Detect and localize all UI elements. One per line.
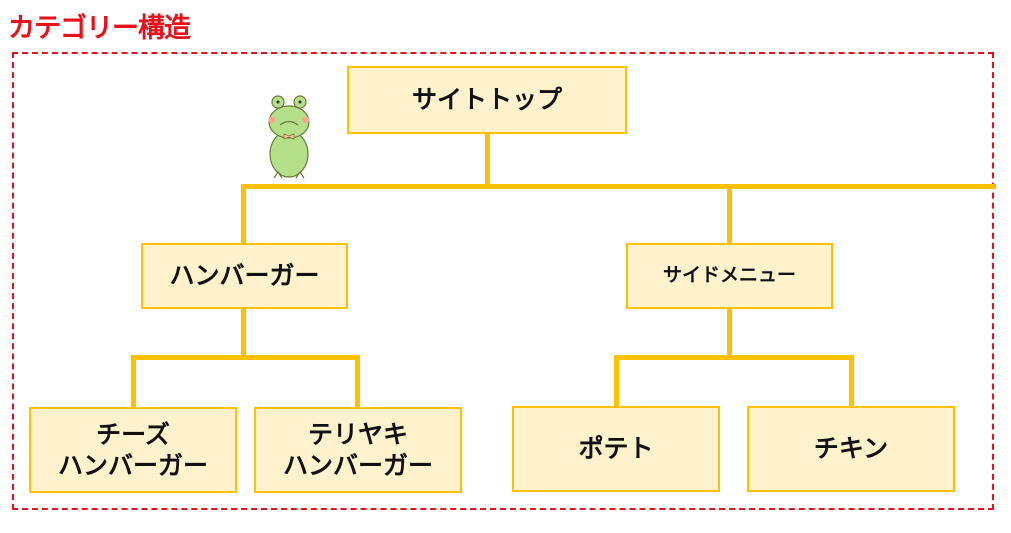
connector (241, 184, 246, 244)
connector (614, 355, 619, 407)
node-potato: ポテト (512, 406, 720, 492)
connector (727, 307, 732, 359)
frog-illustration (268, 95, 310, 179)
connector (131, 355, 136, 408)
connector (727, 184, 732, 244)
connector (131, 355, 360, 360)
category-frame (12, 52, 994, 510)
connector (485, 132, 490, 188)
connector (241, 184, 996, 189)
node-site-top: サイトトップ (347, 66, 627, 134)
node-teriyaki-burger: テリヤキ ハンバーガー (254, 407, 462, 493)
node-cheese-burger: チーズ ハンバーガー (29, 407, 237, 493)
connector (355, 355, 360, 408)
node-hamburger: ハンバーガー (141, 243, 348, 309)
connector (614, 355, 854, 360)
node-chicken: チキン (747, 406, 955, 492)
diagram-title: カテゴリー構造 (8, 13, 191, 44)
node-side-menu: サイドメニュー (626, 243, 833, 309)
connector (241, 307, 246, 359)
connector (849, 355, 854, 407)
